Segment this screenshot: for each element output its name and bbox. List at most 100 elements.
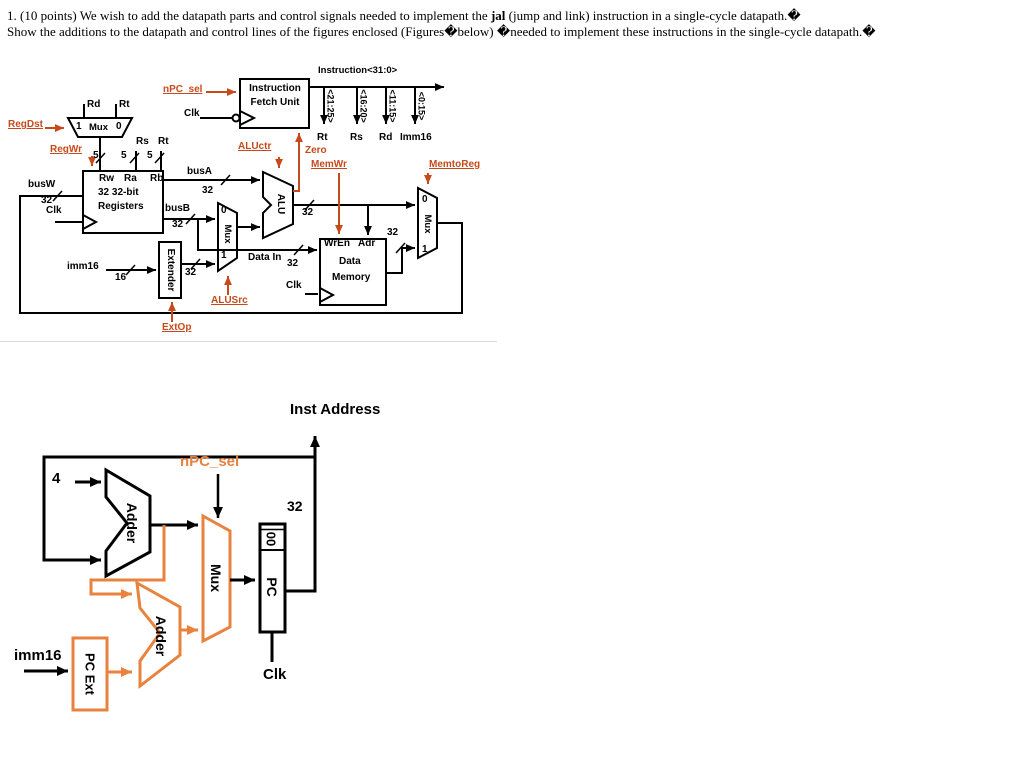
busb-width-32: 32	[172, 219, 184, 230]
question-jal-bold: jal	[490, 8, 506, 23]
ifu-title-line1: Instruction	[249, 83, 301, 94]
memwr-label: MemWr	[311, 159, 347, 170]
branch-adder-label: Adder	[153, 615, 169, 657]
ifu-clock-triangle-icon	[239, 110, 257, 126]
regwr-label: RegWr	[50, 144, 83, 155]
memtoreg-mux-sel1: 1	[422, 244, 428, 255]
ifu-clock-bubble-icon	[231, 113, 241, 123]
port-rb: Rb	[150, 173, 164, 184]
regdst-mux-shape	[66, 117, 134, 138]
instruction-fetch-unit-box	[239, 78, 310, 129]
ifu-clk-label: Clk	[184, 108, 200, 119]
fig2-black-wires	[24, 436, 320, 676]
registers-line1: 32 32-bit	[98, 187, 139, 198]
field-range-0-15: <0:15>	[416, 91, 427, 121]
regdst-mux-sel0: 0	[116, 121, 122, 132]
fig2-orange-wires	[89, 525, 198, 677]
alusrc-mux-shape	[217, 201, 238, 273]
ra-width-5: 5	[121, 150, 127, 161]
regdst-mux-in-rt: Rt	[119, 99, 130, 110]
field-dest-rs: Rs	[350, 132, 363, 143]
pc-low-bits-00-label: 00	[263, 531, 279, 547]
rw-width-5: 5	[93, 150, 99, 161]
wren-port-label: WrEn	[324, 238, 350, 249]
pc-clk-label: Clk	[263, 666, 287, 683]
figure-divider-rule	[0, 341, 497, 342]
ra-src-rs: Rs	[136, 136, 149, 147]
alusrc-mux-label: Mux	[221, 224, 233, 244]
npc-mux-label: Mux	[208, 564, 224, 592]
extender-box	[158, 241, 182, 299]
question-line-1-pre: 1. (10 points) We wish to add the datapa…	[7, 8, 491, 23]
constant-4-label: 4	[52, 470, 61, 487]
pc-bus-width-32: 32	[287, 498, 303, 514]
extender-label: Extender	[165, 248, 176, 292]
data-in-width-32: 32	[287, 258, 299, 269]
memory-clock-triangle-icon	[319, 287, 336, 303]
extop-label: ExtOp	[162, 322, 192, 333]
field-range-16-20: <16:20>	[358, 89, 369, 123]
regdst-label: RegDst	[8, 119, 44, 130]
zero-label: Zero	[305, 145, 327, 156]
memtoreg-label: MemtoReg	[429, 159, 481, 170]
question-line-2: Show the additions to the datapath and c…	[7, 24, 876, 39]
regdst-mux-sel1: 1	[76, 121, 82, 132]
alusrc-mux-sel0: 0	[221, 205, 227, 216]
ifu-title-line2: Fetch Unit	[250, 97, 300, 108]
memtoreg-mux-label: Mux	[421, 214, 433, 234]
pc-plus4-adder-shape	[104, 467, 152, 579]
data-memory-line1: Data	[339, 256, 361, 267]
alu-label: ALU	[275, 193, 286, 215]
busw-label: busW	[28, 179, 56, 190]
fig1-graphics	[19, 78, 463, 322]
alu-shape	[262, 170, 294, 240]
field-dest-rt: Rt	[317, 132, 328, 143]
alusrc-label: ALUSrc	[211, 295, 248, 306]
memtoreg-mux-sel0: 0	[422, 194, 428, 205]
field-dest-rd: Rd	[379, 132, 393, 143]
imm16-label: imm16	[67, 261, 99, 272]
inst-address-label: Inst Address	[290, 401, 381, 418]
question-line-1-post: (jump and link) instruction in a single-…	[505, 8, 801, 23]
npc-sel-label-fig2: nPC_sel	[180, 453, 240, 470]
port-rw: Rw	[99, 173, 114, 184]
adr-port-label: Adr	[358, 238, 376, 249]
imm16-width-16: 16	[115, 272, 127, 283]
memory-out-width-32: 32	[387, 227, 399, 238]
regdst-mux-in-rd: Rd	[87, 99, 101, 110]
npc-mux-shape	[201, 513, 232, 644]
aluctr-label: ALUctr	[238, 141, 272, 152]
port-ra: Ra	[124, 173, 137, 184]
pc-register-box	[258, 522, 287, 634]
field-range-11-15: <11:15>	[387, 89, 398, 123]
memtoreg-mux-shape	[417, 186, 438, 260]
busa-label: busA	[187, 166, 212, 177]
regdst-mux-label: Mux	[89, 122, 108, 133]
registers-clock-triangle-icon	[82, 214, 99, 230]
data-in-label: Data In	[248, 252, 282, 263]
busw-width-32: 32	[41, 195, 53, 206]
npc-sel-label: nPC_sel	[163, 84, 203, 95]
fig1-control-wires	[45, 88, 432, 322]
bus-width-slashes	[52, 152, 406, 276]
pc-ext-box	[71, 636, 109, 712]
instruction-bus-label: Instruction<31:0>	[318, 65, 398, 76]
fig2-graphics	[24, 436, 320, 712]
pc-register-label: PC	[264, 577, 280, 597]
question-line-1: 1. (10 points) We wish to add the datapa…	[7, 8, 801, 24]
alusrc-mux-sel1: 1	[221, 250, 227, 261]
busb-label: busB	[165, 203, 190, 214]
alu-out-width-32: 32	[302, 207, 314, 218]
memory-clk-label: Clk	[286, 280, 302, 291]
rb-width-5: 5	[147, 150, 153, 161]
registers-line2: Registers	[98, 201, 144, 212]
rb-src-rt: Rt	[158, 136, 169, 147]
field-dest-imm16: Imm16	[400, 132, 432, 143]
branch-adder-shape	[135, 580, 182, 690]
pc-plus4-adder-label: Adder	[124, 502, 140, 544]
busa-width-32: 32	[202, 185, 214, 196]
registers-clk-label: Clk	[46, 205, 62, 216]
pc-ext-label: PC Ext	[82, 653, 98, 695]
